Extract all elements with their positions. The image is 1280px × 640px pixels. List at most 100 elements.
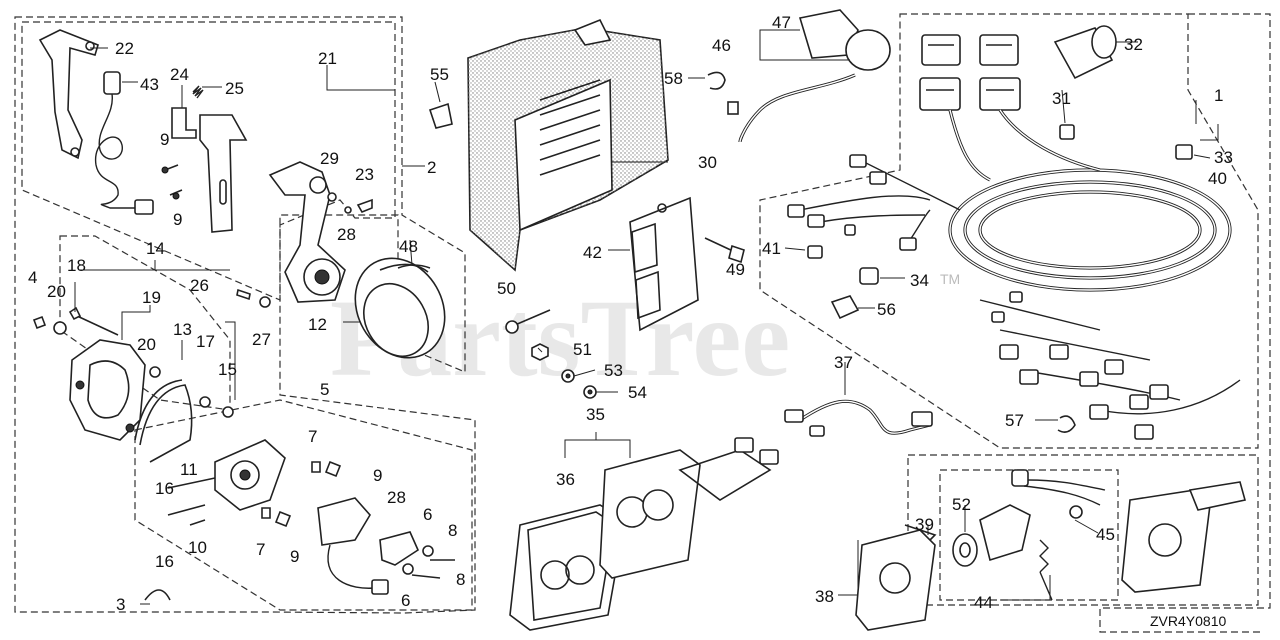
part-17-clip-ring: [134, 379, 193, 463]
callout-44: 44: [974, 593, 993, 612]
callout-2: 2: [427, 158, 436, 177]
part-25-spring: [192, 85, 204, 99]
callout-36: 36: [556, 470, 575, 489]
callout-13: 13: [173, 320, 192, 339]
callout-45: 45: [1096, 525, 1115, 544]
part-44-switch: [979, 469, 1106, 562]
part-55-clip: [428, 102, 453, 129]
callout-47: 47: [772, 13, 791, 32]
part-37-sub-harness: [784, 399, 933, 437]
callout-22: 22: [115, 39, 134, 58]
part-50-bolt: [505, 309, 551, 334]
callout-9b: 9: [173, 210, 182, 229]
callout-43: 43: [140, 75, 159, 94]
part-13-housing: [69, 339, 146, 441]
callout-8b: 8: [456, 570, 465, 589]
callout-30: 30: [698, 153, 717, 172]
harness-loops: [948, 109, 1232, 292]
callout-11: 11: [180, 460, 198, 479]
callout-14: 14: [146, 239, 165, 258]
part-30-control-box: [467, 18, 669, 272]
part-49-bolt: [704, 237, 745, 264]
harness-branches: [799, 159, 1241, 415]
callout-21: 21: [318, 49, 337, 68]
callout-25: 25: [225, 79, 244, 98]
callout-23: 23: [355, 165, 374, 184]
hardware-18-20-4: [32, 288, 271, 418]
callout-38: 38: [815, 587, 834, 606]
part-52-washer: [952, 533, 978, 567]
parts-51-53-54-nuts: [531, 343, 597, 399]
callout-7a: 7: [308, 427, 317, 446]
callout-20b: 20: [137, 335, 156, 354]
callout-52: 52: [952, 495, 971, 514]
part-32-cap: [1053, 25, 1117, 80]
callout-39: 39: [915, 515, 934, 534]
callout-8a: 8: [448, 521, 457, 540]
part-38-39-panel: [855, 524, 937, 631]
callout-58: 58: [664, 69, 683, 88]
callout-labels: 1 2 3 4 5 6 6 7 7 8 8 9 9 9 9 10 11 12 1…: [28, 13, 1233, 614]
callout-3: 3: [116, 595, 125, 614]
callout-49: 49: [726, 260, 745, 279]
callout-32: 32: [1124, 35, 1143, 54]
callout-31: 31: [1052, 89, 1071, 108]
callout-57: 57: [1005, 411, 1024, 430]
callout-40: 40: [1208, 169, 1227, 188]
callout-26: 26: [190, 276, 209, 295]
part-46-cable: [738, 73, 856, 143]
callout-5: 5: [320, 380, 329, 399]
part-21-control-lever: [268, 161, 346, 303]
callout-7b: 7: [256, 540, 265, 559]
callout-41: 41: [762, 239, 781, 258]
callout-16b: 16: [155, 552, 174, 571]
callout-51: 51: [573, 340, 592, 359]
callout-19: 19: [142, 288, 161, 307]
part-35-switch-panel: [599, 437, 779, 579]
part-1-main-harness: [787, 34, 1241, 440]
callout-16a: 16: [155, 479, 174, 498]
part-58-clamp: [707, 71, 739, 115]
callout-56: 56: [877, 300, 896, 319]
part-24-bracket-plate: [171, 107, 248, 233]
small-hardware-21: [161, 164, 373, 214]
callout-54: 54: [628, 383, 647, 402]
part-12-bezel-ring: [354, 257, 446, 359]
callout-10: 10: [188, 538, 207, 557]
callout-20a: 20: [47, 282, 66, 301]
part-47-cap: [798, 9, 891, 71]
callout-48: 48: [399, 237, 418, 256]
diagram-code: ZVR4Y0810: [1150, 613, 1226, 629]
callout-24: 24: [170, 65, 189, 84]
callout-15: 15: [218, 360, 237, 379]
callout-29: 29: [320, 149, 339, 168]
callout-6b: 6: [401, 591, 410, 610]
callout-17: 17: [196, 332, 215, 351]
callout-12: 12: [308, 315, 327, 334]
harness-small-connectors: [787, 154, 1169, 440]
callout-35: 35: [586, 405, 605, 424]
parts-31-33-34-41-56-connectors: [807, 124, 1193, 433]
callout-46: 46: [712, 36, 731, 55]
callout-37: 37: [834, 353, 853, 372]
callout-6a: 6: [423, 505, 432, 524]
callout-28a: 28: [337, 225, 356, 244]
callout-42: 42: [583, 243, 602, 262]
part-22-throttle-arm: [38, 29, 99, 160]
part-42-control-module: [629, 196, 699, 332]
callout-9a: 9: [160, 130, 169, 149]
callout-33: 33: [1214, 148, 1233, 167]
part-43-switch-cable: [95, 71, 154, 215]
part-48-ring-seal: [397, 264, 431, 269]
callout-55: 55: [430, 65, 449, 84]
callout-1: 1: [1214, 86, 1223, 105]
part-30-slots: [539, 79, 601, 176]
callout-34: 34: [910, 271, 929, 290]
part-36-plate: [509, 504, 626, 631]
callout-53: 53: [604, 361, 623, 380]
callout-4: 4: [28, 268, 37, 287]
watermark-tm: TM: [940, 271, 960, 287]
harness-connectors-top: [919, 34, 1021, 111]
callout-50: 50: [497, 279, 516, 298]
